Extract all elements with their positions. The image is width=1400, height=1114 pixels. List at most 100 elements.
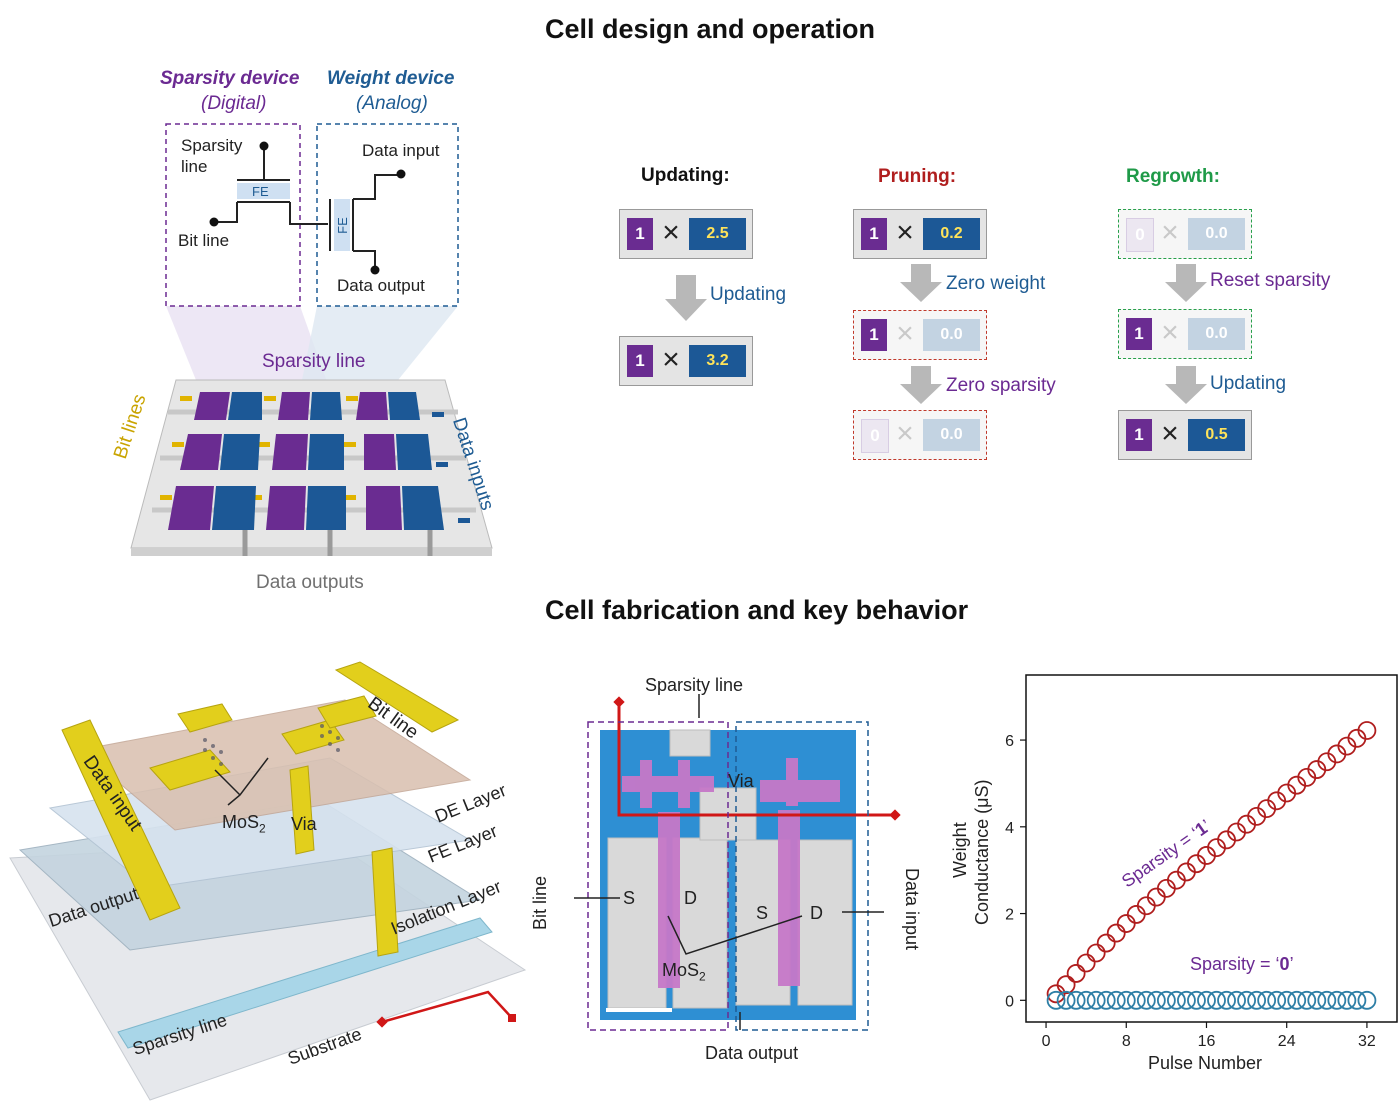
weight-value: 0.2 [923, 218, 980, 250]
down-arrow-icon [665, 275, 707, 321]
regrowth-title: Regrowth: [1126, 166, 1220, 187]
regrowth-cell-1: 0 × 0.0 [1118, 209, 1252, 259]
bottom-section-title: Cell fabrication and key behavior [545, 595, 969, 625]
sparsity-1-data-point [1086, 943, 1106, 963]
chart-y-axis-label-line2: Conductance (μS) [972, 779, 992, 925]
cell-schematic-diagram [130, 123, 493, 556]
y-tick-label: 6 [1005, 733, 1014, 750]
sparsity-0-data-point [1156, 990, 1176, 1010]
y-tick-label: 4 [1005, 820, 1014, 837]
sparsity-value: 0 [1126, 218, 1154, 252]
chart-x-axis-label: Pulse Number [1148, 1053, 1263, 1073]
sparsity-projection [166, 306, 330, 390]
sparsity-0-data-point [1297, 990, 1317, 1010]
sparsity-0-data-point [1056, 990, 1076, 1010]
micro-data-input-label: Data input [902, 868, 922, 951]
x-tick-label: 32 [1358, 1033, 1376, 1050]
array-data-outputs-label: Data outputs [256, 572, 364, 593]
weight-value: 0.0 [1188, 318, 1245, 350]
micro-drain-2-label: D [810, 903, 823, 923]
sparsity-1-data-point [1126, 905, 1146, 924]
down-arrow-icon [1165, 366, 1207, 404]
sparsity-device-sublabel: (Digital) [201, 93, 267, 114]
sparsity-0-data-point [1317, 990, 1337, 1010]
sparsity-1-data-point [1136, 896, 1156, 916]
sparsity-0-annotation: Sparsity = ‘0’ [1190, 954, 1294, 974]
fe-label-sparsity: FE [252, 184, 269, 199]
micro-bit-line-label: Bit line [530, 875, 550, 930]
sparsity-0-data-point [1136, 990, 1156, 1010]
sparsity-0-data-point [1257, 990, 1277, 1010]
sparsity-0-data-point [1247, 990, 1267, 1010]
micro-data-output-label: Data output [705, 1043, 799, 1063]
sparsity-value: 1 [861, 319, 887, 351]
sparsity-0-data-point [1327, 990, 1347, 1010]
weight-device-sublabel: (Analog) [356, 93, 428, 114]
updating-cell-after: 1 × 3.2 [619, 336, 753, 386]
sparsity-0-data-point [1106, 990, 1126, 1010]
sparsity-1-data-point [1116, 914, 1136, 933]
micro-drain-1-label: D [684, 888, 697, 908]
weight-value: 0.5 [1188, 419, 1245, 451]
pruning-cell-2: 1 × 0.0 [853, 310, 987, 360]
sparsity-0-data-point [1307, 990, 1327, 1010]
weight-value: 0.0 [1188, 218, 1245, 250]
sparsity-0-data-point [1267, 990, 1287, 1010]
sparsity-0-data-point [1347, 990, 1367, 1010]
weight-value: 0.0 [923, 419, 980, 451]
sparsity-0-data-point [1146, 990, 1166, 1010]
sparsity-0-data-point [1187, 990, 1206, 1010]
sparsity-value: 1 [1126, 419, 1152, 451]
x-tick-label: 24 [1278, 1033, 1296, 1050]
fe-layer-weight [334, 199, 350, 251]
multiply-icon: × [662, 343, 680, 376]
sparsity-0-data-point [1126, 990, 1146, 1010]
stack-mos2-label: MoS2 [222, 812, 266, 836]
sparsity-device-box [165, 123, 301, 307]
sparsity-1-data-point [1076, 953, 1096, 973]
weight-projection [300, 306, 458, 390]
regrowth-arrow-2-label: Updating [1210, 373, 1287, 394]
sparsity-value: 1 [627, 218, 653, 250]
schematic-sparsity-line-label: Sparsity [181, 136, 243, 155]
array-sparsity-line-label: Sparsity line [262, 351, 366, 372]
micro-source-1-label: S [623, 888, 636, 908]
sparsity-1-data-point [1106, 923, 1126, 943]
sparsity-1-data-point [1357, 721, 1377, 740]
sparsity-0-data-point [1086, 990, 1106, 1010]
fe-label-weight: FE [334, 217, 350, 234]
chart-y-axis-label-line1: Weight [950, 822, 970, 878]
sparsity-value: 1 [627, 345, 653, 377]
multiply-icon: × [896, 216, 914, 249]
x-tick-label: 8 [1122, 1033, 1131, 1050]
regrowth-cell-3: 1 × 0.5 [1118, 410, 1252, 460]
sparsity-0-data-point [1066, 990, 1086, 1010]
multiply-icon: × [1161, 316, 1179, 349]
sparsity-1-data-point [1066, 964, 1086, 983]
micro-sparsity-line-label: Sparsity line [645, 675, 744, 695]
fe-layer-sparsity [237, 183, 290, 199]
sparsity-0-data-point [1167, 990, 1186, 1010]
sparsity-0-data-point [1096, 990, 1116, 1010]
updating-arrow-label: Updating [710, 284, 787, 305]
sparsity-0-data-point [1357, 990, 1377, 1010]
top-section-title: Cell design and operation [545, 14, 876, 44]
sparsity-0-data-point [1116, 990, 1136, 1010]
regrowth-arrow-1-label: Reset sparsity [1210, 270, 1331, 291]
schematic-sparsity-line-label-2: line [181, 157, 208, 176]
micro-mos2-label: MoS2 [662, 960, 706, 984]
multiply-icon: × [662, 216, 680, 249]
updating-title: Updating: [641, 165, 730, 186]
sparsity-0-data-point [1197, 990, 1216, 1010]
schematic-bit-line-label: Bit line [178, 231, 230, 250]
pruning-arrow-2-label: Zero sparsity [946, 375, 1056, 396]
schematic-data-output-label: Data output [337, 276, 425, 295]
schematic-data-input-label: Data input [362, 141, 440, 160]
sparsity-0-data-point [1177, 990, 1196, 1010]
sparsity-1-data-point [1146, 887, 1166, 907]
micro-source-2-label: S [756, 903, 769, 923]
x-tick-label: 16 [1198, 1033, 1216, 1050]
chart-plot-frame [1025, 674, 1398, 1023]
sparsity-1-data-point [1056, 975, 1076, 995]
